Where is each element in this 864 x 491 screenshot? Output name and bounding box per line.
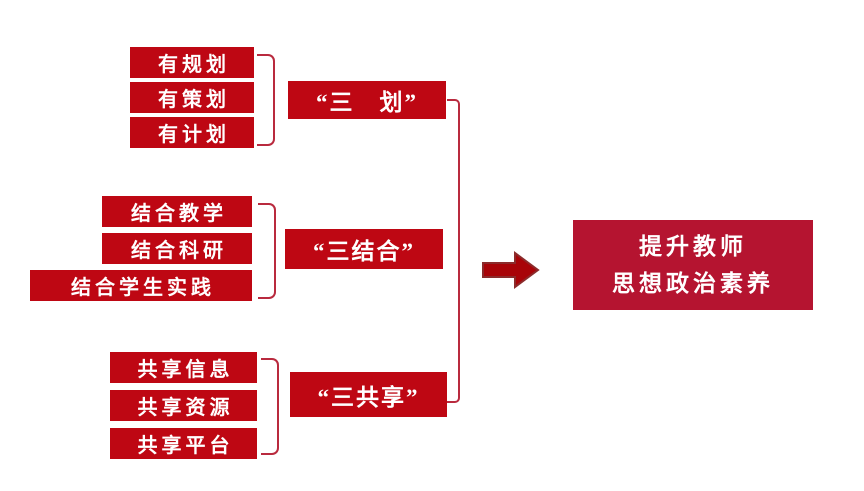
summary-box-san-gongxiang: “三共享”: [290, 372, 447, 417]
item-box-gongxiang-xinxi: 共享信息: [110, 352, 257, 383]
bracket-san-gongxiang: [261, 358, 279, 455]
item-box-you-jihua: 有计划: [130, 117, 254, 148]
result-box: 提升教师 思想政治素养: [573, 220, 813, 310]
arrow-right-icon: [482, 251, 540, 289]
item-box-gongxiang-pingtai: 共享平台: [110, 428, 257, 459]
item-box-jiehe-keyan: 结合科研: [102, 233, 252, 264]
item-box-jiehe-jiaoxue: 结合教学: [102, 196, 252, 227]
result-line1: 提升教师: [639, 234, 747, 259]
item-box-gongxiang-ziyuan: 共享资源: [110, 390, 257, 421]
bracket-san-jiehe: [258, 203, 276, 299]
merge-bracket: [447, 99, 460, 403]
bracket-san-hua: [257, 54, 275, 146]
item-box-you-guihua: 有规划: [130, 47, 254, 78]
item-box-you-cehua: 有策划: [130, 82, 254, 113]
item-box-jiehe-xuesheng-shijian: 结合学生实践: [30, 270, 252, 301]
result-line2: 思想政治素养: [612, 271, 774, 296]
summary-box-san-jiehe: “三结合”: [285, 229, 443, 269]
summary-box-san-hua: “三 划”: [288, 81, 446, 119]
